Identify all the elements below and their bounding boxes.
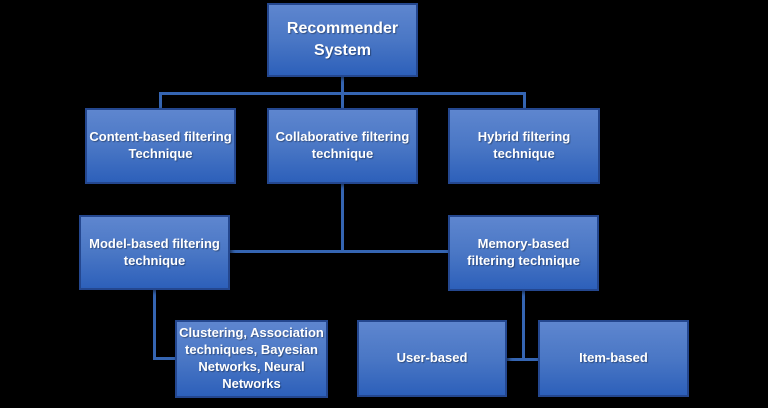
connector-level2-horizontal: [230, 250, 448, 253]
connector-model-elbow-horizontal: [153, 357, 177, 360]
node-memory-based-filtering: Memory-based filtering technique: [448, 215, 599, 291]
node-item-based: Item-based: [538, 320, 689, 397]
node-hybrid-filtering: Hybrid filtering technique: [448, 108, 600, 184]
connector-model-elbow-vertical: [153, 290, 156, 360]
node-clustering-techniques: Clustering, Association techniques, Baye…: [175, 320, 328, 398]
connector-user-item-horizontal: [507, 358, 538, 361]
node-collaborative-filtering: Collaborative filtering technique: [267, 108, 418, 184]
connector-collaborative-stem: [341, 184, 344, 253]
connector-stub-hybrid: [523, 92, 526, 110]
node-model-based-filtering: Model-based filtering technique: [79, 215, 230, 290]
connector-memory-stem: [522, 291, 525, 360]
node-user-based: User-based: [357, 320, 507, 397]
node-recommender-system: Recommender System: [267, 3, 418, 77]
node-content-based-filtering: Content-based filtering Technique: [85, 108, 236, 184]
connector-stub-content: [159, 92, 162, 110]
connector-level1-horizontal: [159, 92, 526, 95]
